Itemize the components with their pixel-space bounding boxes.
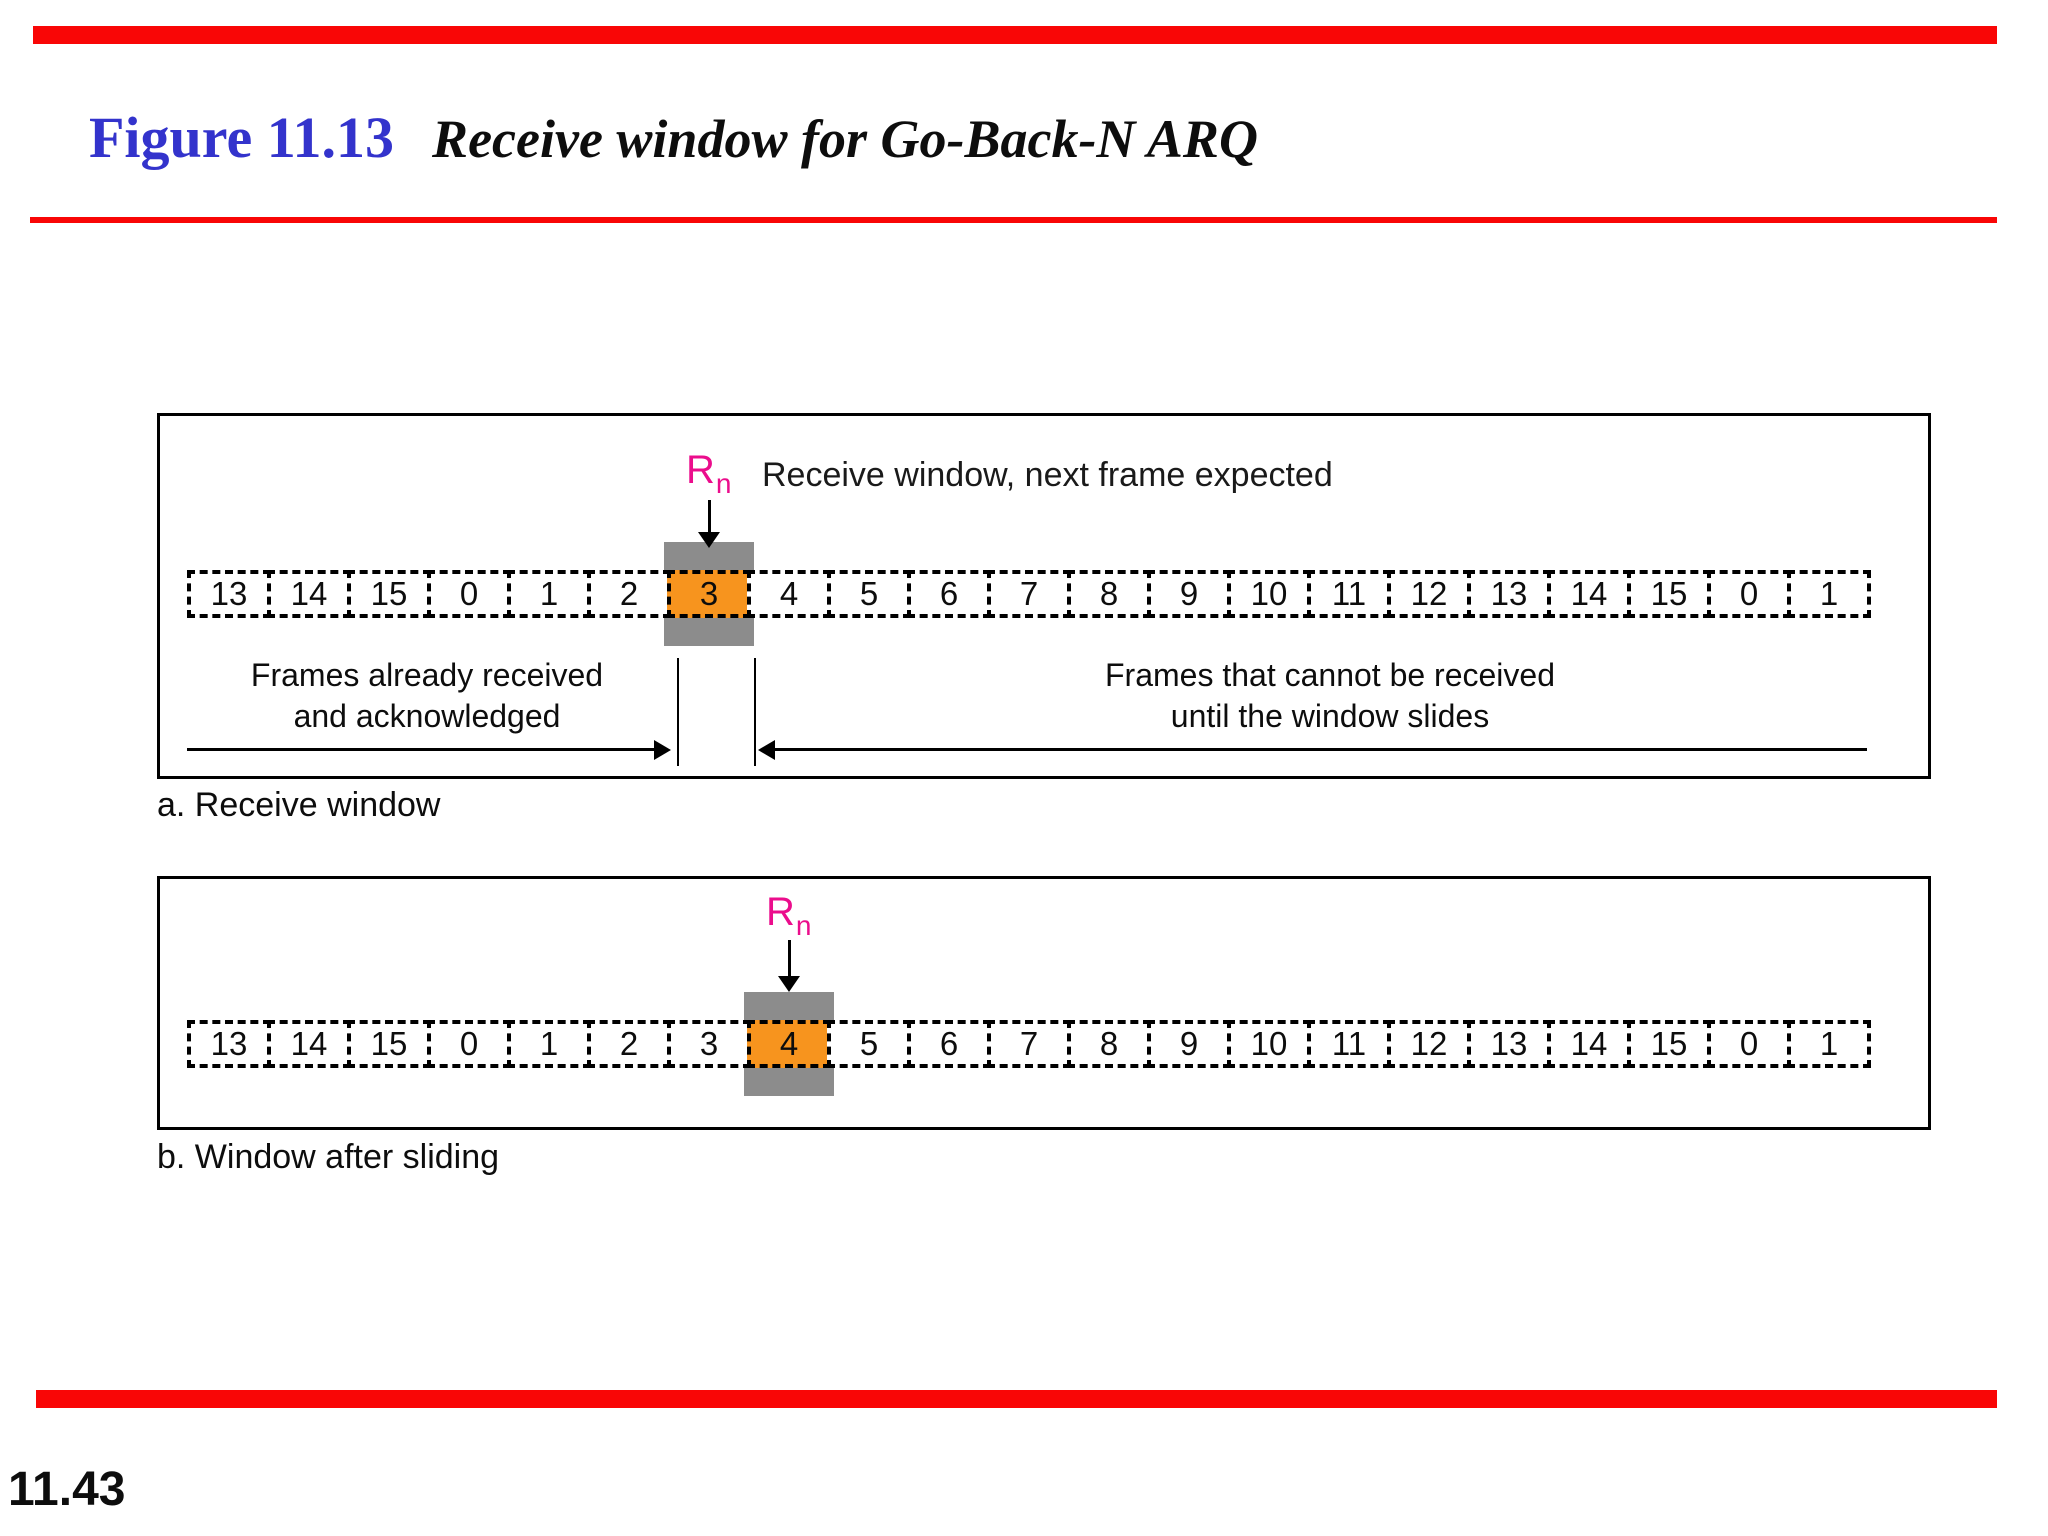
frame-cell: 10	[1227, 570, 1311, 618]
frame-cell: 15	[1627, 1020, 1711, 1068]
rn-base: R	[686, 448, 715, 492]
rn-label-a: Rn	[686, 448, 731, 499]
left-region-arrow-line	[187, 748, 657, 751]
frame-cell: 9	[1147, 570, 1231, 618]
frame-cell: 0	[427, 1020, 511, 1068]
frame-cell: 14	[267, 570, 351, 618]
frame-cell: 14	[1547, 1020, 1631, 1068]
frame-cell: 5	[827, 1020, 911, 1068]
frame-cell: 13	[187, 570, 271, 618]
frame-cell: 8	[1067, 570, 1151, 618]
frame-cell: 15	[347, 570, 431, 618]
frame-cell: 6	[907, 1020, 991, 1068]
frame-cell: 13	[187, 1020, 271, 1068]
frame-cell: 2	[587, 570, 671, 618]
frame-cell: 7	[987, 1020, 1071, 1068]
frame-cell: 1	[507, 570, 591, 618]
panel-b-box	[157, 876, 1931, 1130]
page-number: 11.43	[8, 1463, 126, 1516]
frame-cell: 10	[1227, 1020, 1311, 1068]
left-region-arrow-head	[654, 740, 671, 760]
frame-cell: 13	[1467, 570, 1551, 618]
left-note-a: Frames already received and acknowledged	[187, 655, 667, 737]
frame-cell: 9	[1147, 1020, 1231, 1068]
frame-cell: 13	[1467, 1020, 1551, 1068]
panel-a-caption: a. Receive window	[157, 786, 441, 824]
figure-label: Figure 11.13	[89, 105, 395, 170]
right-region-arrow-line	[775, 748, 1867, 751]
right-region-arrow-head	[758, 740, 775, 760]
frame-cell: 1	[507, 1020, 591, 1068]
frame-cell: 2	[587, 1020, 671, 1068]
frame-cell: 7	[987, 570, 1071, 618]
frame-cell: 14	[267, 1020, 351, 1068]
rn-subscript: n	[795, 910, 812, 941]
frame-cell: 11	[1307, 570, 1391, 618]
frame-cell: 12	[1387, 1020, 1471, 1068]
frame-cell: 0	[1707, 1020, 1791, 1068]
frame-cell: 1	[1787, 1020, 1871, 1068]
frame-cell: 15	[1627, 570, 1711, 618]
frame-cell: 6	[907, 570, 991, 618]
top-red-bar	[33, 26, 1997, 44]
frame-cell: 8	[1067, 1020, 1151, 1068]
right-note-line1: Frames that cannot be received	[1104, 657, 1555, 693]
frame-cell: 1	[1787, 570, 1871, 618]
figure-title: Receive window for Go-Back-N ARQ	[432, 109, 1258, 169]
panel-b-caption: b. Window after sliding	[157, 1138, 500, 1176]
frame-cell: 0	[1707, 570, 1791, 618]
down-arrow-head-b	[778, 976, 800, 992]
title-row: Figure 11.13 Receive window for Go-Back-…	[89, 104, 1258, 171]
frame-cell: 12	[1387, 570, 1471, 618]
frame-cell: 0	[427, 570, 511, 618]
window-tick-right	[754, 658, 756, 766]
left-note-line2: and acknowledged	[293, 698, 561, 734]
frame-cell: 4	[747, 570, 831, 618]
down-arrow-stem-b	[788, 940, 791, 978]
receive-window-annotation: Receive window, next frame expected	[762, 456, 1333, 494]
down-arrow-head-a	[698, 532, 720, 548]
title-underline-rule	[30, 217, 1997, 223]
frame-cell-highlighted: 3	[667, 570, 751, 618]
frame-cell: 5	[827, 570, 911, 618]
frame-cell: 14	[1547, 570, 1631, 618]
rn-base: R	[766, 890, 795, 934]
frame-cell: 15	[347, 1020, 431, 1068]
frame-cell-highlighted: 4	[747, 1020, 831, 1068]
frame-cell: 3	[667, 1020, 751, 1068]
frame-cell: 11	[1307, 1020, 1391, 1068]
window-tick-left	[677, 658, 679, 766]
left-note-line1: Frames already received	[250, 657, 604, 693]
right-note-line2: until the window slides	[1170, 698, 1490, 734]
rn-subscript: n	[715, 468, 732, 499]
down-arrow-stem-a	[708, 500, 711, 534]
right-note-a: Frames that cannot be received until the…	[1030, 655, 1630, 737]
rn-label-b: Rn	[766, 890, 811, 941]
bottom-red-bar	[36, 1390, 1997, 1408]
